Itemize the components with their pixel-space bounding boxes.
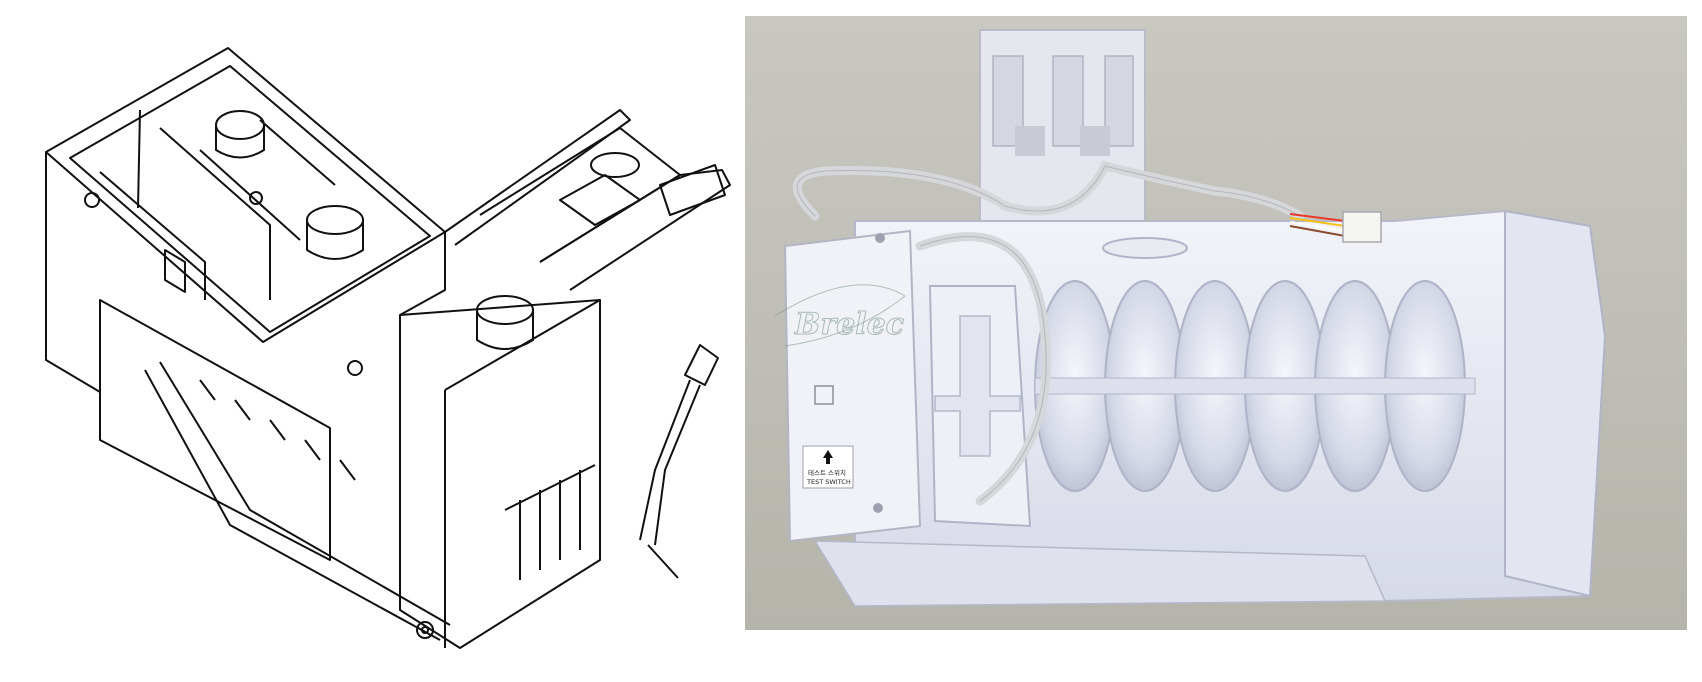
ice-maker-photo-icon: 테스트 스위치 TEST SWITCH Brelec — [774, 29, 1607, 608]
watermark: Brelec — [794, 307, 904, 342]
test-switch-label: TEST SWITCH — [806, 478, 851, 486]
ice-maker-photo: 테스트 스위치 TEST SWITCH Brelec — [745, 16, 1687, 630]
ice-maker-line-drawing-icon — [45, 47, 731, 649]
test-switch-korean-label: 테스트 스위치 — [808, 468, 846, 477]
ice-maker-diagram — [0, 0, 745, 682]
